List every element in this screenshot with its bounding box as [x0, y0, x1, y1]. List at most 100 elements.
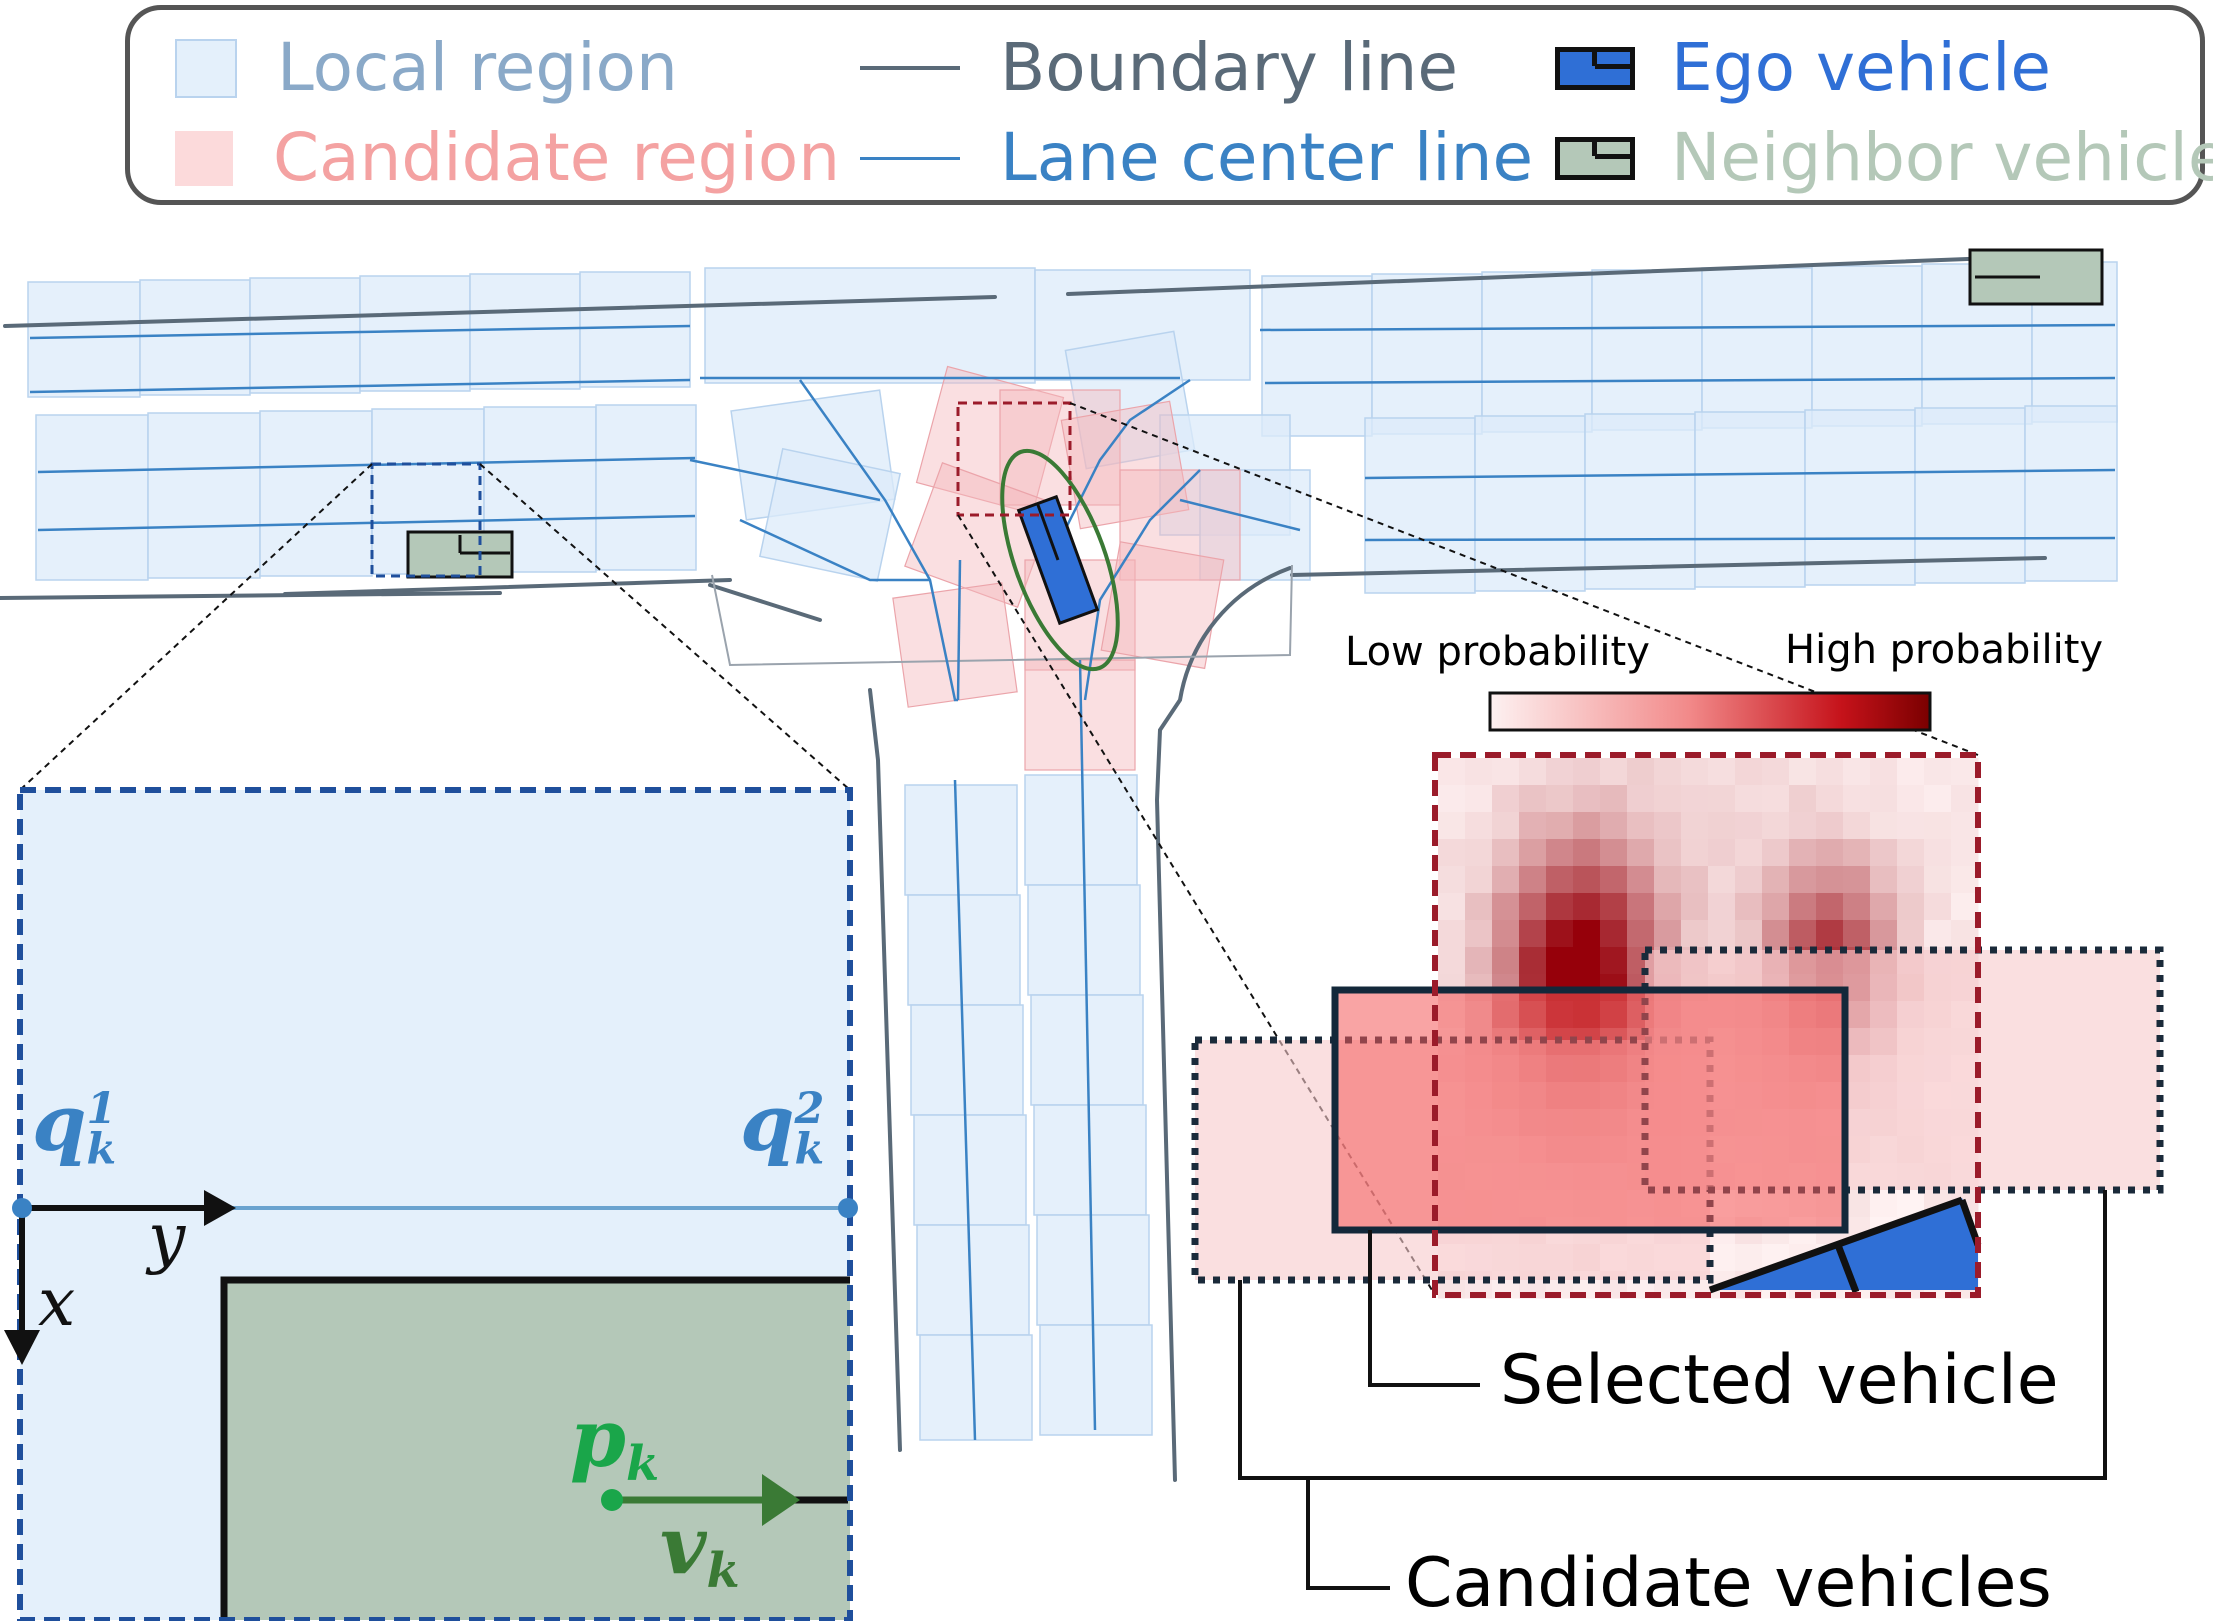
heatmap-cell [1654, 758, 1682, 786]
local-region-tile [904, 784, 1018, 896]
heatmap-cell [1492, 812, 1520, 840]
neighbor-vehicle-left [406, 530, 514, 579]
heatmap-cell [1492, 893, 1520, 921]
candidate-region-tile [1100, 541, 1225, 670]
lane-center-line [1264, 376, 2116, 385]
heatmap-cell [1681, 812, 1709, 840]
local-region-tile [1804, 409, 1916, 586]
heatmap-cell [1762, 920, 1790, 948]
heatmap-cell [1573, 812, 1601, 840]
lane-center-line [1364, 468, 2116, 480]
heatmap-cell [1546, 839, 1574, 867]
heatmap-cell [1465, 758, 1493, 786]
legend-candidate-region: Candidate region [175, 125, 840, 191]
heatmap-cell [1843, 893, 1871, 921]
v-label: vk [660, 1505, 740, 1595]
heatmap-cell [1546, 758, 1574, 786]
heatmap-cell [1573, 893, 1601, 921]
local-region-tile [1371, 273, 1483, 435]
heatmap-cell [1816, 758, 1844, 786]
heatmap-cell [1438, 920, 1466, 948]
legend: Local region Candidate region Boundary l… [125, 5, 2213, 205]
heatmap-cell [1519, 893, 1547, 921]
heatmap-cell [1492, 758, 1520, 786]
heatmap-cell [1870, 812, 1898, 840]
legend-candidate-region-label: Candidate region [273, 119, 841, 196]
heatmap-cell [1492, 947, 1520, 975]
heatmap-cell [1681, 758, 1709, 786]
local-region-tile [919, 1334, 1033, 1441]
local-region-tile [1591, 269, 1703, 431]
heatmap-cell [1762, 758, 1790, 786]
heatmap-cell [1708, 920, 1736, 948]
heatmap-cell [1519, 920, 1547, 948]
y-axis-arrow-head [204, 1190, 236, 1226]
heatmap-cell [1843, 866, 1871, 894]
heatmap-cell [1870, 866, 1898, 894]
heatmap-cell [1519, 866, 1547, 894]
boundary-line [283, 578, 732, 596]
heatmap-cell [1492, 920, 1520, 948]
minor-boundary-lines [711, 564, 1293, 667]
heatmap-cell [1681, 893, 1709, 921]
local-region-tile [1199, 469, 1311, 581]
heatmap-cell [1789, 839, 1817, 867]
heatmap-cell [1951, 758, 1979, 786]
heatmap-cell [1627, 893, 1655, 921]
heatmap-cell [1762, 785, 1790, 813]
legend-boundary-line: Boundary line [860, 35, 1458, 101]
heatmap-cell [1546, 866, 1574, 894]
boundary-line [1154, 566, 1292, 1482]
heatmap-cell [1519, 812, 1547, 840]
lane-center-line [1364, 536, 2116, 542]
zoom-source-box-red [956, 401, 1072, 517]
zoom-source-box-blue [370, 462, 482, 578]
local-region-tile [1694, 411, 1806, 588]
heatmap-cell [1708, 785, 1736, 813]
candidate-callout-bracket [1238, 1190, 2107, 1480]
ego-vehicle-heading [1036, 503, 1060, 561]
heatmap-cell [1762, 812, 1790, 840]
legend-lane-center-line: Lane center line [860, 125, 1533, 191]
legend-local-region-label: Local region [277, 29, 678, 106]
selected-vehicle-box [1331, 986, 1849, 1234]
heatmap-cell [1600, 893, 1628, 921]
boundary-line-swatch [860, 66, 960, 70]
heatmap-cell [1951, 785, 1979, 813]
lane-center-line [739, 518, 930, 582]
heatmap-cell [1438, 947, 1466, 975]
candidate-vehicles-label: Candidate vehicles [1405, 1544, 2052, 1623]
heatmap-cell [1897, 839, 1925, 867]
heatmap-cell [1897, 866, 1925, 894]
v-sub: k [706, 1543, 740, 1599]
heatmap-cell [1816, 866, 1844, 894]
boundary-line [0, 591, 502, 600]
heatmap-cell [1924, 839, 1952, 867]
heatmap-cell [1654, 866, 1682, 894]
heatmap-cell [1843, 812, 1871, 840]
local-region-tile [1914, 407, 2026, 584]
x-axis-label: x [38, 1264, 76, 1341]
local-region-tile [359, 275, 471, 392]
heatmap-cell [1546, 785, 1574, 813]
heatmap-cell [1735, 866, 1763, 894]
local-region-tile [1364, 417, 1476, 594]
heatmap-cell [1600, 947, 1628, 975]
local-region-tiles [27, 261, 2118, 1441]
neighbor-vehicle-icon [1555, 136, 1635, 180]
lane-center-line [1083, 469, 1201, 701]
heatmap-cell [1951, 920, 1979, 948]
heatmap-zoom-panel [1191, 752, 2164, 1299]
heatmap-cell [1897, 758, 1925, 786]
heatmap-cell [1897, 812, 1925, 840]
legend-neighbor-vehicle: Neighbor vehicle [1555, 125, 2213, 191]
local-region-tile [2024, 405, 2118, 582]
q1-sup: 1 [86, 1083, 117, 1134]
heatmap-cell [1492, 866, 1520, 894]
heatmap-cell [1438, 785, 1466, 813]
heatmap-cell [1600, 839, 1628, 867]
local-region-tile [910, 1004, 1024, 1116]
lane-center-line [29, 378, 691, 394]
